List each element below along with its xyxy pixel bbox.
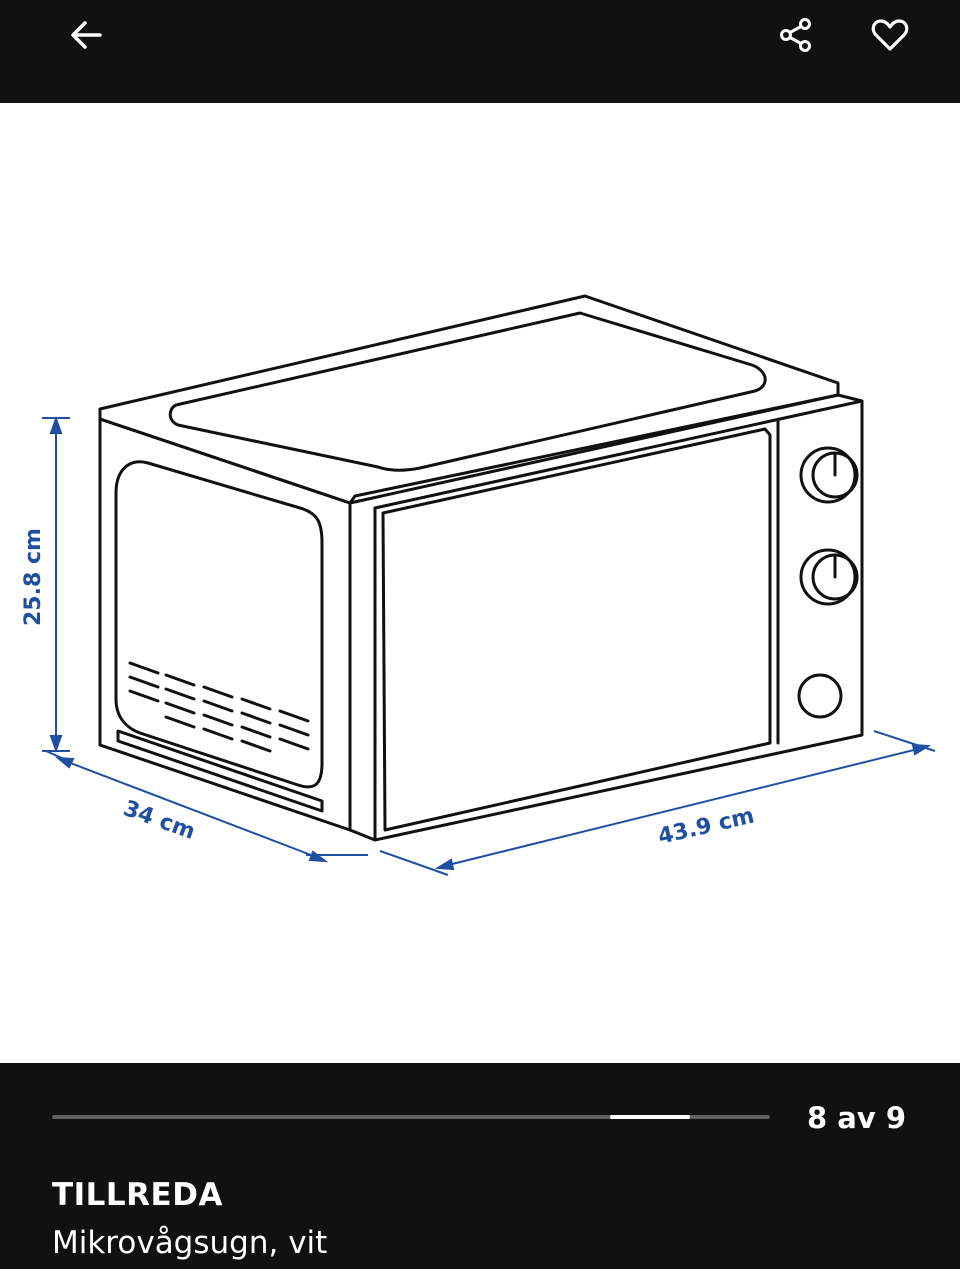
microwave-top xyxy=(98,294,840,505)
top-bar xyxy=(0,0,960,103)
microwave-front xyxy=(348,393,864,842)
image-counter: 8 av 9 xyxy=(806,1101,906,1135)
gallery-progress-indicator xyxy=(610,1115,691,1119)
share-button[interactable] xyxy=(766,5,826,65)
heart-icon xyxy=(871,19,909,51)
depth-label: 34 cm xyxy=(120,796,198,845)
product-image[interactable]: 25.8 cm 34 cm 43.9 cm xyxy=(0,103,960,1063)
product-info-panel: 8 av 9 TILLREDA Mikrovågsugn, vit xyxy=(0,1063,960,1269)
control-knobs xyxy=(797,446,859,719)
arrow-left-icon xyxy=(71,21,102,49)
microwave-dimension-drawing: 25.8 cm 34 cm 43.9 cm xyxy=(21,294,936,876)
product-description[interactable]: Mikrovågsugn, vit xyxy=(52,1225,328,1261)
microwave-side xyxy=(98,417,352,832)
back-button[interactable] xyxy=(56,5,116,65)
share-icon xyxy=(780,18,811,52)
height-label: 25.8 cm xyxy=(21,528,46,626)
microwave-door xyxy=(381,427,772,832)
side-vents xyxy=(128,661,310,753)
gallery-progress-bar xyxy=(52,1115,770,1119)
favorite-button[interactable] xyxy=(860,5,920,65)
product-name[interactable]: TILLREDA xyxy=(52,1177,223,1213)
